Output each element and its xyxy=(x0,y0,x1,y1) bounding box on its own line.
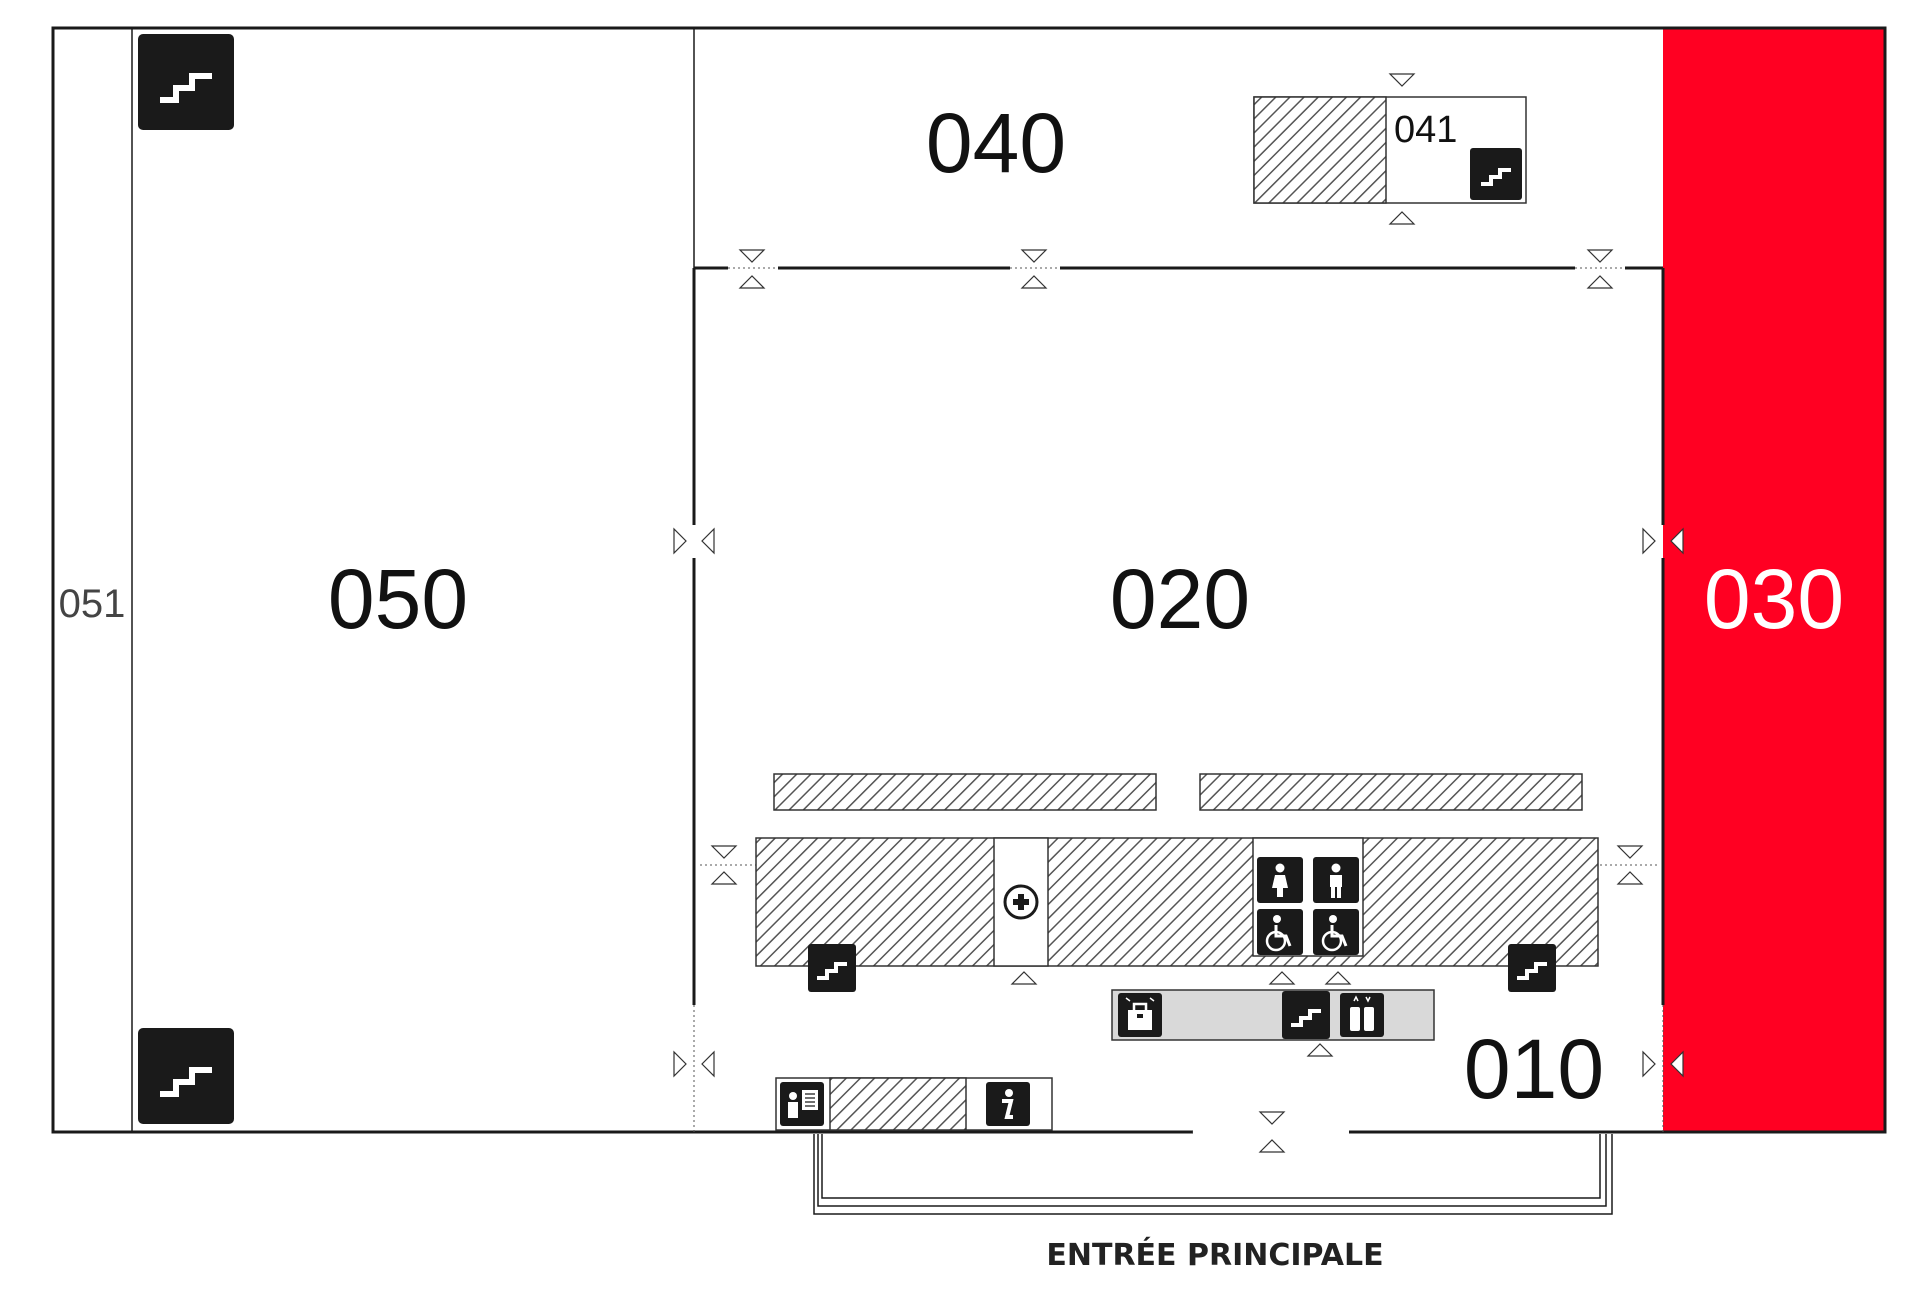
room-030-area[interactable] xyxy=(1663,28,1885,1132)
room-label-040: 040 xyxy=(926,96,1066,190)
door-markers xyxy=(673,73,1684,1153)
entrance-canopy xyxy=(813,1134,1613,1215)
accessible-restroom-icon[interactable] xyxy=(1313,909,1359,955)
elevator-icon[interactable] xyxy=(1340,993,1384,1037)
stairs-icon[interactable] xyxy=(138,34,234,130)
men-restroom-icon[interactable] xyxy=(1313,857,1359,903)
stairs-icon[interactable] xyxy=(1508,944,1556,992)
shelf-right xyxy=(1199,773,1583,811)
room-label-010: 010 xyxy=(1464,1022,1604,1116)
room-label-050: 050 xyxy=(328,552,468,646)
information-icon[interactable] xyxy=(986,1082,1030,1126)
main-entrance-label: ENTRÉE PRINCIPALE xyxy=(1046,1237,1383,1273)
first-aid-icon[interactable] xyxy=(1003,884,1039,920)
stairs-icon[interactable] xyxy=(1470,148,1522,200)
stairs-icon[interactable] xyxy=(1282,991,1330,1039)
shop-icon[interactable] xyxy=(1118,993,1162,1037)
stairs-icon[interactable] xyxy=(808,944,856,992)
room-label-030: 030 xyxy=(1704,552,1844,646)
stairs-icon[interactable] xyxy=(138,1028,234,1124)
accessible-restroom-icon[interactable] xyxy=(1257,909,1303,955)
women-restroom-icon[interactable] xyxy=(1257,857,1303,903)
room-label-041: 041 xyxy=(1394,109,1457,151)
shelf-left xyxy=(773,773,1157,811)
room-label-051: 051 xyxy=(59,582,126,626)
service-block xyxy=(755,837,1599,967)
outer-wall xyxy=(51,26,1887,1134)
room-label-020: 020 xyxy=(1110,552,1250,646)
ticket-machine-icon[interactable] xyxy=(780,1082,824,1126)
